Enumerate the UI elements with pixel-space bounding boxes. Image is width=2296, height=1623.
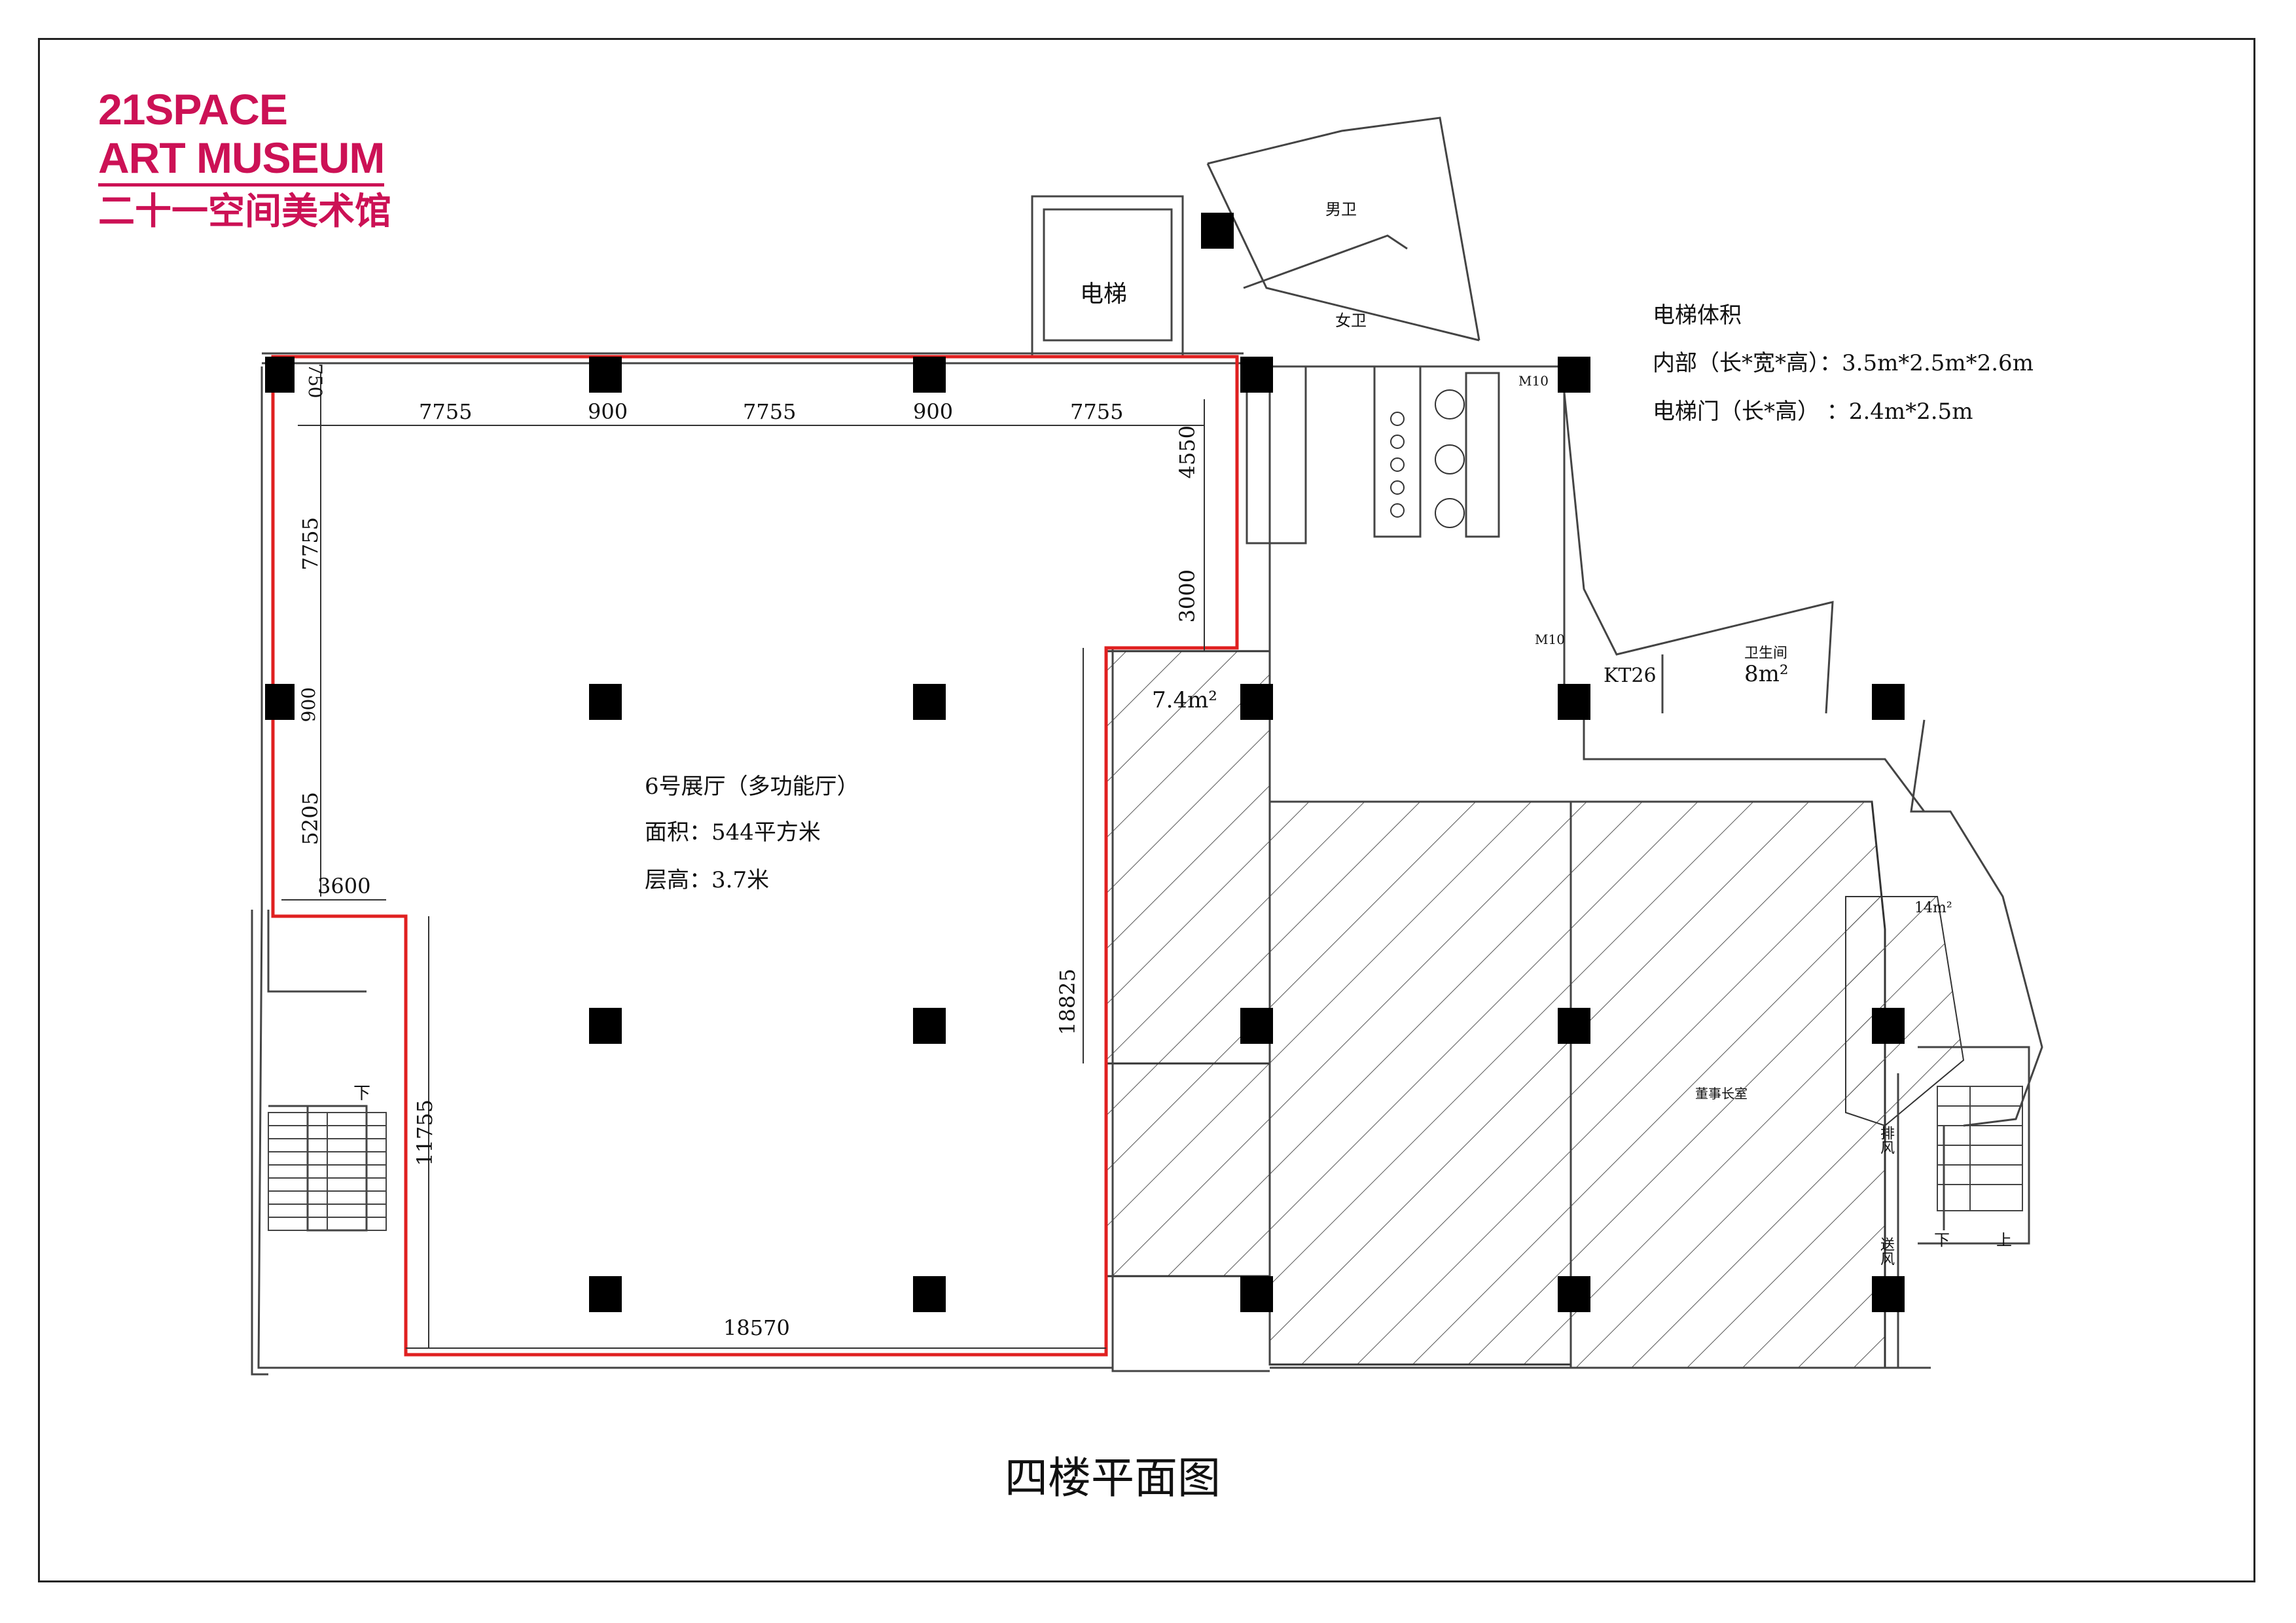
- elevator-info-heading: 电梯体积: [1653, 302, 1742, 329]
- supply-air-label: 送风: [1878, 1237, 1894, 1266]
- womens-restroom-label: 女卫: [1335, 312, 1367, 330]
- hall-outline: [271, 355, 1239, 1357]
- cafe-furniture: [1390, 389, 1465, 528]
- hall-area: 面积：544平方米: [645, 819, 821, 846]
- dim-top-750: 750: [304, 363, 326, 399]
- door-label-m10a: M10: [1518, 373, 1549, 389]
- elevator-label: 电梯: [1080, 281, 1128, 308]
- logo-line-3: 二十一空间美术馆: [98, 190, 391, 233]
- stairs-down-right-label: 下: [1934, 1231, 1950, 1249]
- dim-left-5205: 5205: [298, 792, 323, 846]
- dim-11755: 11755: [412, 1099, 437, 1166]
- stairs-right: [1937, 1086, 2023, 1211]
- stairs-up-right-label: 上: [1996, 1231, 2012, 1249]
- dim-top-7755-c: 7755: [1070, 399, 1124, 424]
- stairs-left: [268, 1112, 387, 1231]
- hall-height: 层高：3.7米: [645, 867, 770, 893]
- museum-logo: 21SPACE ART MUSEUM 二十一空间美术馆: [98, 85, 391, 238]
- elevator-info-door: 电梯门（长*高） ：2.4m*2.5m: [1653, 399, 1973, 425]
- small-room-area-label: 7.4m²: [1152, 687, 1217, 713]
- structural-columns: [265, 213, 1905, 1312]
- hall-name: 6号展厅（多功能厅）: [645, 774, 859, 800]
- door-label-m10b: M10: [1535, 632, 1565, 647]
- chairman-office-label: 董事长室: [1695, 1086, 1748, 1101]
- hatched-area: [1105, 650, 1965, 1369]
- dimension-lines: [281, 373, 1205, 1349]
- dim-left-900: 900: [298, 687, 319, 722]
- kt-label: KT26: [1604, 664, 1657, 687]
- dim-top-7755-b: 7755: [743, 399, 797, 424]
- dim-18825: 18825: [1055, 969, 1080, 1035]
- mens-restroom-label: 男卫: [1325, 200, 1357, 219]
- office-area-label: 14m²: [1914, 900, 1952, 916]
- dim-4550: 4550: [1175, 425, 1200, 479]
- dim-left-7755: 7755: [298, 517, 323, 571]
- stairs-down-left-label: 下: [353, 1084, 371, 1103]
- dim-top-7755-a: 7755: [419, 399, 473, 424]
- dim-bottom-18570: 18570: [723, 1315, 790, 1340]
- exhaust-label: 排风: [1878, 1126, 1894, 1154]
- dim-top-900-a: 900: [588, 399, 628, 424]
- walls: [251, 116, 2043, 1376]
- dim-left-3600: 3600: [317, 874, 371, 899]
- dim-3000: 3000: [1175, 569, 1200, 623]
- logo-line-1: 21SPACE: [98, 85, 288, 134]
- restroom-area-label: 8m²: [1744, 661, 1789, 687]
- restroom-label: 卫生间: [1744, 645, 1788, 662]
- drawing-title: 四楼平面图: [1005, 1453, 1221, 1503]
- dim-top-900-b: 900: [913, 399, 954, 424]
- elevator-info-interior: 内部（长*宽*高）：3.5m*2.5m*2.6m: [1653, 350, 2034, 376]
- drawing-frame: [38, 38, 2255, 1582]
- logo-line-2: ART MUSEUM: [98, 134, 385, 187]
